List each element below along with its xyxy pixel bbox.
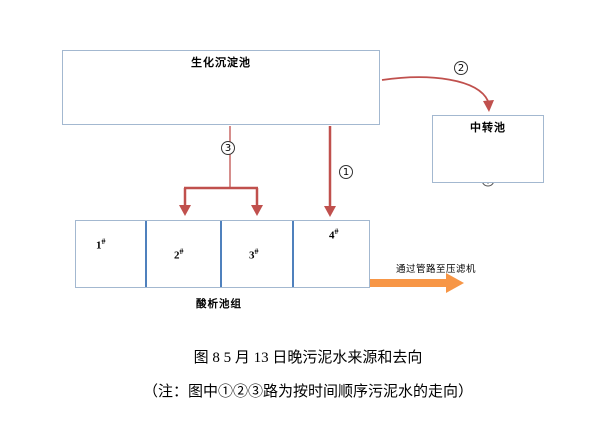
pipeline-label: 通过管路至压滤机 — [396, 265, 477, 275]
pipeline-arrow — [368, 273, 464, 293]
route-2-badge: 2 — [454, 61, 468, 75]
compartment-3-label: 3# — [249, 247, 259, 262]
figure-note: （注：图中①②③路为按时间顺序污泥水的走向） — [142, 384, 473, 400]
transfer-tank: 中转池 — [432, 115, 544, 183]
route-3-arrows — [179, 126, 263, 216]
compartment-1-label: 1# — [96, 237, 106, 252]
compartment-2-label: 2# — [174, 247, 184, 262]
biochemical-sedimentation-tank: 生化沉淀池 — [62, 50, 380, 125]
tank-divider-1 — [145, 221, 147, 287]
biochemical-sedimentation-tank-label: 生化沉淀池 — [191, 57, 251, 69]
tank-divider-3 — [292, 221, 294, 287]
acid-tank-group-label: 酸析池组 — [196, 299, 242, 310]
tank-divider-2 — [220, 221, 222, 287]
acid-tank-group: 1# 2# 3# 4# — [75, 220, 370, 288]
route-3-badge: 3 — [221, 141, 235, 155]
route-1-badge: 1 — [339, 165, 353, 179]
route-1-arrow — [324, 126, 336, 217]
compartment-4-label: 4# — [329, 227, 339, 242]
route-2-arrow — [381, 76, 494, 112]
figure-caption: 图 8 5 月 13 日晚污泥水来源和去向 — [193, 350, 423, 366]
transfer-tank-label: 中转池 — [470, 122, 506, 134]
